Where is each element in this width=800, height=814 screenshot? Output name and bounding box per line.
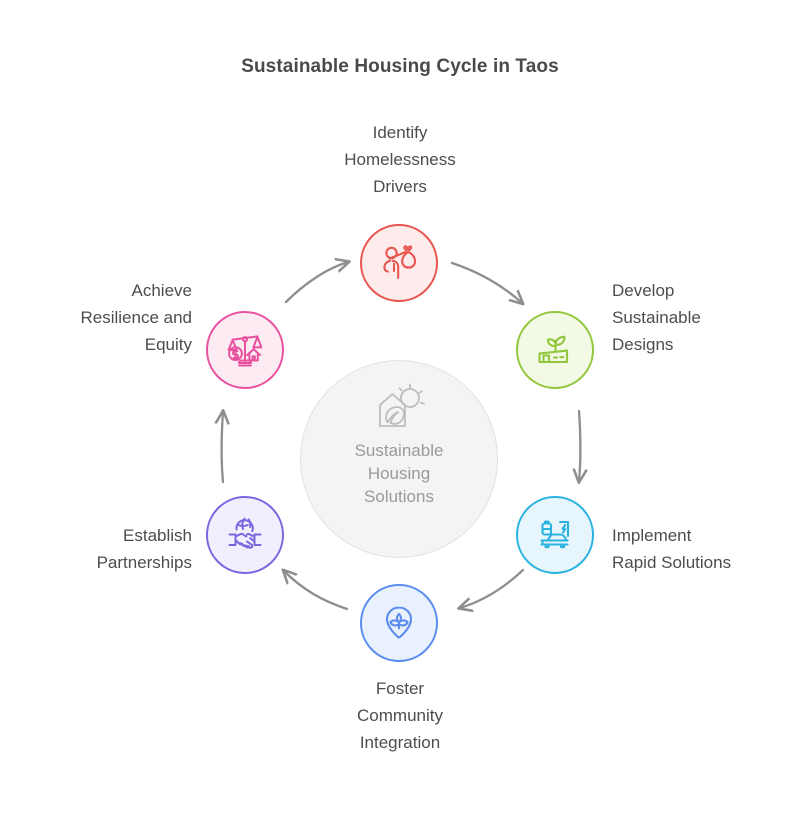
label-line: Homelessness [344,150,456,169]
label-identify-homelessness-drivers: Identify Homelessness Drivers [305,119,495,200]
label-line: Develop [612,281,675,300]
node-achieve-resilience-and-equity[interactable] [206,311,284,389]
label-line: Community [357,706,443,725]
label-establish-partnerships: Establish Partnerships [20,522,192,576]
page-title: Sustainable Housing Cycle in Taos [241,56,559,77]
hub-label-line1: Sustainable [354,441,444,460]
node-identify-homelessness-drivers[interactable] [360,224,438,302]
label-line: Identify [372,123,428,142]
hub-label-line2: Housing [367,464,431,483]
scale-money-house-icon [227,335,263,367]
label-line: Equity [144,335,192,354]
arrow-achieve-to-identify [284,262,348,304]
arrow-foster-to-establish [284,571,349,611]
label-line: Sustainable [612,308,701,327]
label-line: Achieve [131,281,192,300]
center-hub: Sustainable Housing Solutions [300,360,498,558]
hub-label: Sustainable Housing Solutions [319,439,479,508]
node-establish-partnerships[interactable] [206,496,284,574]
node-develop-sustainable-designs[interactable] [516,311,594,389]
label-line: Foster [375,679,425,698]
location-pin-leaf-icon [385,606,413,639]
arrow-implement-to-foster [460,568,525,608]
arrow-establish-to-achieve [222,412,224,484]
arrow-identify-to-develop [450,261,522,303]
handshake-globe-icon [228,517,262,549]
person-with-bundle-icon [383,245,417,280]
label-line: Designs [612,335,674,354]
ev-charging-icon [540,520,570,549]
label-line: Integration [359,733,441,752]
hub-label-line3: Solutions [364,487,434,506]
node-implement-rapid-solutions[interactable] [516,496,594,574]
house-leaf-sun-icon [379,383,425,427]
label-line: Establish [123,526,192,545]
node-foster-community-integration[interactable] [360,584,438,662]
label-line: Drivers [373,177,427,196]
label-line: Resilience and [80,308,192,327]
building-sprout-icon [538,335,569,364]
label-line: Implement [612,526,692,545]
label-line: Rapid Solutions [612,553,732,572]
label-line: Partnerships [96,553,192,572]
arrow-develop-to-implement [579,409,581,481]
label-foster-community-integration: Foster Community Integration [305,675,495,756]
label-develop-sustainable-designs: Develop Sustainable Designs [612,277,782,358]
label-implement-rapid-solutions: Implement Rapid Solutions [612,522,792,576]
label-achieve-resilience-and-equity: Achieve Resilience and Equity [20,277,192,358]
